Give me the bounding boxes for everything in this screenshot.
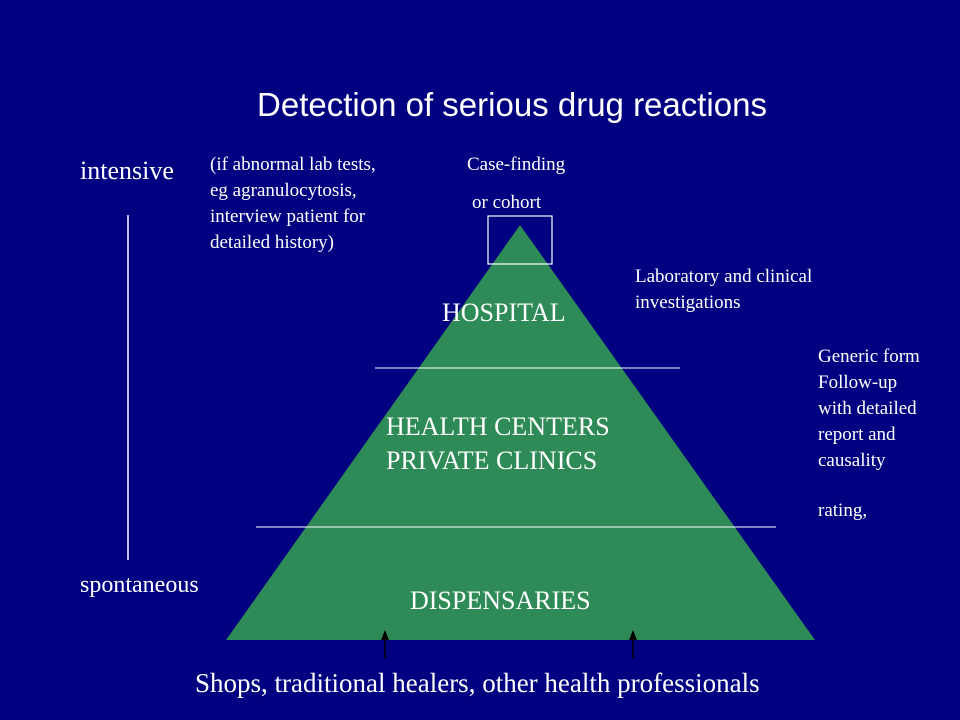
footer-text: Shops, traditional healers, other health… <box>195 668 760 698</box>
note-generic-form-line: report and <box>818 424 896 445</box>
level-dispensaries: DISPENSARIES <box>410 586 591 615</box>
note-generic-form-line: with detailed <box>818 398 917 419</box>
note-lab-tests-line: (if abnormal lab tests, <box>210 154 376 175</box>
note-generic-form-line: Follow-up <box>818 372 898 393</box>
note-lab-tests-line: interview patient for <box>210 206 366 227</box>
note-lab-tests: (if abnormal lab tests, eg agranulocytos… <box>210 152 376 256</box>
pyramid-triangle <box>226 225 815 640</box>
axis-label-spontaneous: spontaneous <box>80 572 199 598</box>
slide-title: Detection of serious drug reactions <box>257 86 767 123</box>
note-generic-form: Generic form Follow-up with detailed rep… <box>818 344 920 474</box>
note-lab-clinical-line: Laboratory and clinical <box>635 266 813 287</box>
note-generic-form-line: causality <box>818 450 886 471</box>
note-or-cohort: or cohort <box>472 192 542 213</box>
note-case-finding: Case-finding <box>467 154 566 175</box>
arrow-left-icon <box>381 630 389 640</box>
arrow-right-icon <box>629 630 637 640</box>
level-health-centers: HEALTH CENTERS PRIVATE CLINICS <box>386 410 610 478</box>
apex-box <box>487 215 553 265</box>
axis-label-intensive: intensive <box>80 156 174 185</box>
level-private-clinics-line: PRIVATE CLINICS <box>386 446 598 475</box>
level-health-centers-line: HEALTH CENTERS <box>386 412 610 441</box>
note-lab-clinical-line: investigations <box>635 292 741 313</box>
note-lab-tests-line: eg agranulocytosis, <box>210 180 357 201</box>
note-rating: rating, <box>818 500 868 521</box>
note-generic-form-line: Generic form <box>818 346 920 367</box>
note-lab-tests-line: detailed history) <box>210 232 334 253</box>
note-lab-clinical: Laboratory and clinical investigations <box>635 264 812 316</box>
level-hospital: HOSPITAL <box>442 298 566 327</box>
